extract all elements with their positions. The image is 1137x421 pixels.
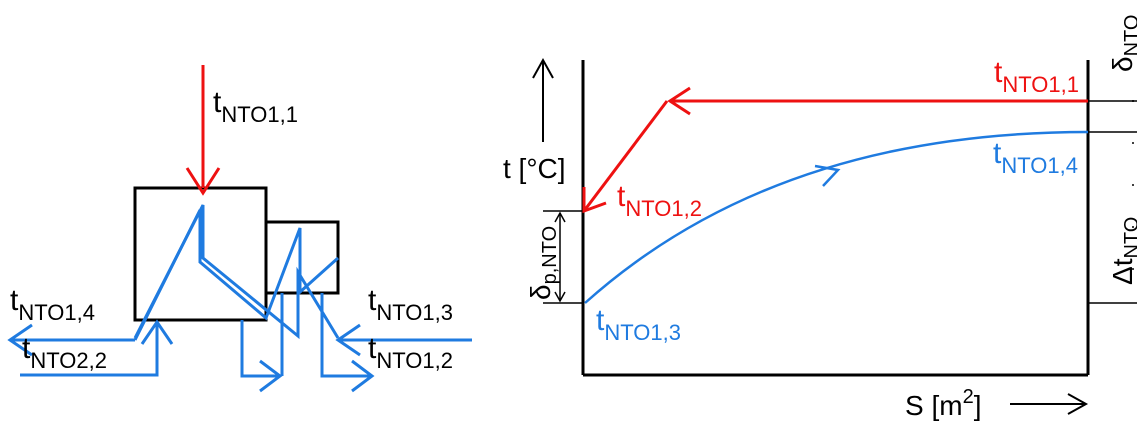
- y-axis-arrowhead: [532, 57, 554, 79]
- delta-top-label: δNTO: [1107, 15, 1137, 72]
- cold-curve-arrow: [814, 164, 841, 187]
- label-t-nto12: tNTO1,2: [368, 332, 453, 373]
- hot-line-diag-arrow: [582, 187, 607, 214]
- x-axis-arrowhead: [1067, 393, 1089, 415]
- delta-left-dim-bottom: [554, 291, 566, 303]
- hot-outlet-line: [240, 320, 280, 378]
- hot-outlet-arrowhead: [259, 359, 283, 393]
- temperature-graph: t [°C] S [m2] δp,NTO δNTO ΔtNTO tNTO1,1 …: [503, 15, 1137, 421]
- graph-label-t-nto11: tNTO1,1: [994, 56, 1079, 97]
- y-axis-label: t [°C]: [503, 153, 566, 184]
- delta-left-label: δp,NTO: [525, 226, 561, 300]
- hot-line-diag: [582, 100, 669, 212]
- cold-inlet-arrowhead: [335, 323, 361, 357]
- label-t-nto11: tNTO1,1: [213, 86, 298, 127]
- label-t-nto14: tNTO1,4: [10, 284, 95, 325]
- cold-curve: [584, 130, 1089, 304]
- delta-t-label: ΔtNTO: [1107, 217, 1137, 285]
- cold-outlet-arrowhead: [7, 323, 33, 357]
- secondary-inlet-arrowhead: [140, 319, 174, 345]
- label-t-nto13: tNTO1,3: [368, 284, 453, 325]
- secondary-outlet-line: [320, 293, 372, 378]
- coil-zigzag: [135, 205, 338, 338]
- graph-label-t-nto13: tNTO1,3: [596, 304, 681, 345]
- secondary-inlet-line: [20, 322, 159, 377]
- exchanger-schematic: tNTO1,1 tNTO1,4 tNTO1,3 tNTO2,2 tNTO1,2: [7, 65, 472, 393]
- secondary-outlet-arrowhead: [351, 359, 375, 393]
- secondary-exchanger-box: [264, 220, 340, 295]
- x-axis-label: S [m2]: [905, 386, 981, 421]
- hot-line-top-arrow: [667, 86, 691, 116]
- label-t-nto22: tNTO2,2: [22, 332, 107, 373]
- hot-inlet-arrowhead: [185, 167, 221, 196]
- cold-coil-path: [133, 204, 340, 340]
- graph-label-t-nto12: tNTO1,2: [617, 180, 702, 221]
- graph-label-t-nto14: tNTO1,4: [993, 137, 1078, 178]
- coil-zig: [133, 209, 340, 341]
- delta-left-dim-top: [554, 211, 566, 223]
